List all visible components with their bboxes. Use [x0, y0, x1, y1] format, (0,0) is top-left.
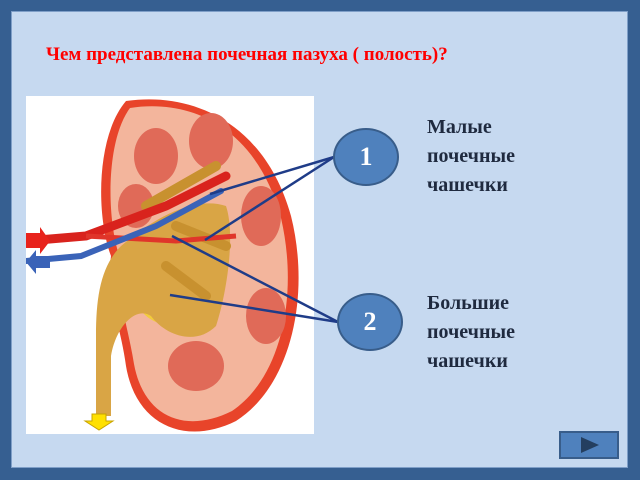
marker-1[interactable]: 1	[333, 128, 399, 186]
label-major-calyces: Большие почечные чашечки	[427, 292, 515, 372]
label-minor-calyces: Малые почечные чашечки	[427, 116, 515, 196]
next-slide-button[interactable]	[559, 431, 619, 459]
question-title: Чем представлена почечная пазуха ( полос…	[46, 44, 448, 65]
marker-2[interactable]: 2	[337, 293, 403, 351]
play-triangle-icon	[581, 437, 599, 453]
